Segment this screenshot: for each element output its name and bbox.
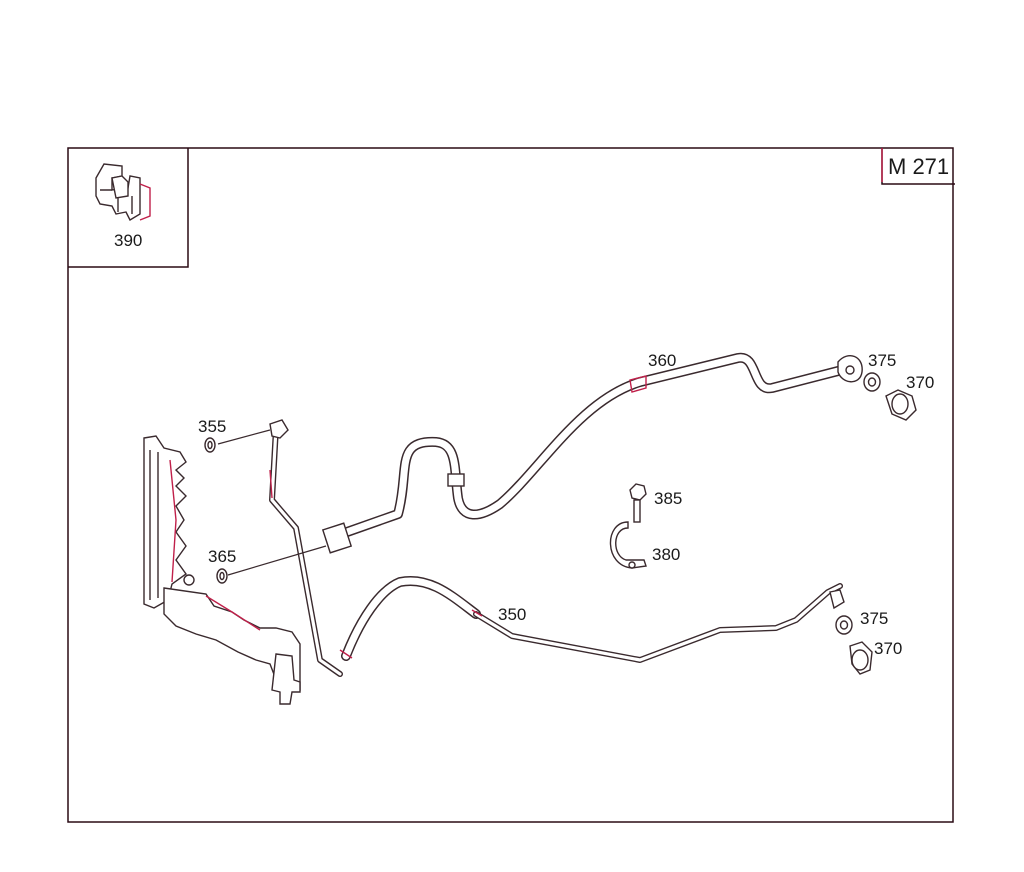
callout-375-upper: 375 bbox=[868, 351, 896, 370]
model-code-box: M 271 bbox=[881, 148, 955, 185]
line-pipe-upper-left bbox=[269, 419, 343, 677]
callout-360: 360 bbox=[648, 351, 676, 370]
washer-375-upper[interactable]: 375 bbox=[863, 351, 896, 392]
washer-375-lower[interactable]: 375 bbox=[835, 609, 888, 635]
hose-clip-icon bbox=[95, 163, 151, 221]
banjo-bolt-370-upper[interactable]: 370 bbox=[885, 373, 934, 421]
hose-350[interactable] bbox=[339, 575, 845, 663]
callout-370-lower: 370 bbox=[874, 639, 902, 658]
callout-375-lower: 375 bbox=[860, 609, 888, 628]
bolt-385[interactable]: 385 bbox=[629, 483, 682, 523]
callout-385: 385 bbox=[654, 489, 682, 508]
callout-380: 380 bbox=[652, 545, 680, 564]
oil-cooler bbox=[143, 435, 301, 705]
callout-365: 365 bbox=[208, 547, 236, 566]
inset-box-390[interactable]: 390 bbox=[68, 148, 189, 268]
clamp-380[interactable]: 380 bbox=[609, 521, 680, 569]
diagram-frame bbox=[67, 147, 954, 823]
callout-350: 350 bbox=[498, 605, 526, 624]
callout-370-upper: 370 bbox=[906, 373, 934, 392]
hose-360[interactable] bbox=[321, 352, 863, 554]
inset-label: 390 bbox=[114, 231, 142, 250]
washer-365[interactable]: 365 bbox=[208, 545, 327, 584]
model-code: M 271 bbox=[888, 154, 949, 179]
banjo-bolt-370-lower[interactable]: 370 bbox=[849, 639, 902, 675]
washer-355[interactable]: 355 bbox=[198, 417, 271, 453]
callout-355: 355 bbox=[198, 417, 226, 436]
